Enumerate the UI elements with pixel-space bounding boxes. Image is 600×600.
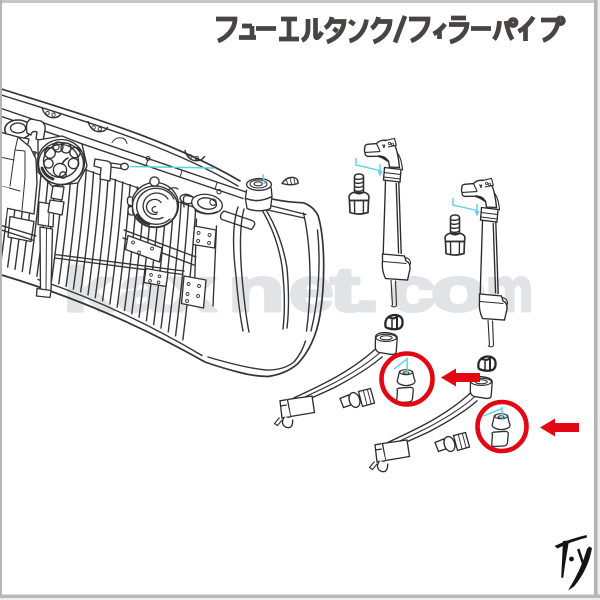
svg-text:.: . — [355, 256, 380, 325]
svg-text:o: o — [431, 256, 486, 325]
svg-text:e: e — [289, 256, 334, 325]
svg-text:t: t — [330, 256, 360, 325]
